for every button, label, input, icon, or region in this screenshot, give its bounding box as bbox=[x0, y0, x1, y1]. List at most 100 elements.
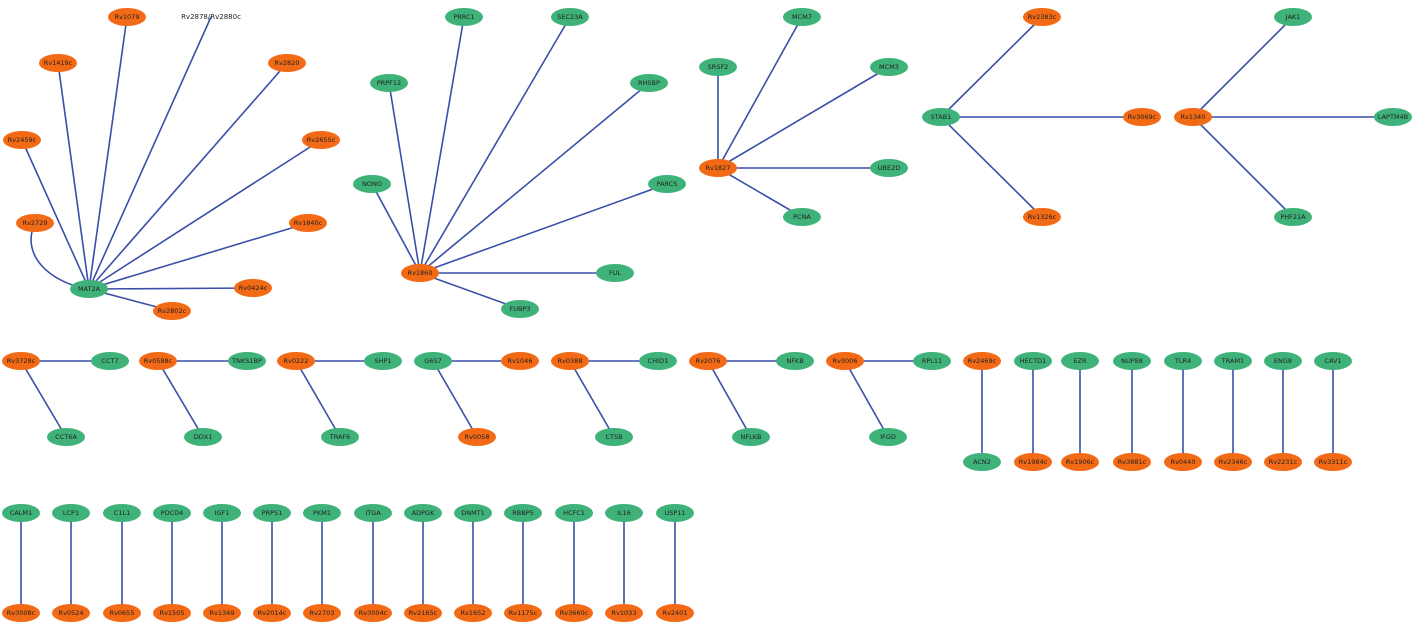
node-rv2383c[interactable]: Rv2383c bbox=[1023, 8, 1061, 26]
node-adpgk[interactable]: ADPGK bbox=[404, 504, 442, 522]
edge-rv1079-mat2a bbox=[88, 16, 128, 290]
node-rv0388[interactable]: Rv0388 bbox=[551, 352, 589, 370]
node-g6s7[interactable]: G6S7 bbox=[414, 352, 452, 370]
node-dnmt1[interactable]: DNMT1 bbox=[454, 504, 492, 522]
node-cav1[interactable]: CAV1 bbox=[1314, 352, 1352, 370]
node-rv3660c[interactable]: Rv3660c bbox=[555, 604, 593, 622]
node-calm1[interactable]: CALM1 bbox=[2, 504, 40, 522]
node-laptm4b[interactable]: LAPTM4B bbox=[1374, 108, 1412, 126]
node-shp1[interactable]: SHP1 bbox=[364, 352, 402, 370]
node-ctsb[interactable]: CTSB bbox=[595, 428, 633, 446]
node-rv3069c[interactable]: Rv3069c bbox=[1123, 108, 1161, 126]
node-phf21a[interactable]: PHF21A bbox=[1274, 208, 1312, 226]
node-nfkb[interactable]: NFKB bbox=[776, 352, 814, 370]
node-itga[interactable]: ITGA bbox=[354, 504, 392, 522]
node-rv2231c[interactable]: Rv2231c bbox=[1264, 453, 1302, 471]
node-usp11[interactable]: USP11 bbox=[656, 504, 694, 522]
node-rv1079[interactable]: Rv1079 bbox=[108, 8, 146, 26]
node-rv2165c[interactable]: Rv2165c bbox=[404, 604, 442, 622]
node-jak1[interactable]: JAK1 bbox=[1274, 8, 1312, 26]
node-pcna[interactable]: PCNA bbox=[783, 208, 821, 226]
node-rv1349[interactable]: Rv1349 bbox=[203, 604, 241, 622]
node-prps1[interactable]: PRPS1 bbox=[253, 504, 291, 522]
node-lcp1[interactable]: LCP1 bbox=[52, 504, 90, 522]
node-mat2a[interactable]: MAT2A bbox=[70, 280, 108, 298]
node-rv0655[interactable]: Rv0655 bbox=[103, 604, 141, 622]
node-rv3881c[interactable]: Rv3881c bbox=[1113, 453, 1151, 471]
node-ezr[interactable]: EZR bbox=[1061, 352, 1099, 370]
node-rv1827[interactable]: Rv1827 bbox=[699, 159, 737, 177]
node-rv1419c[interactable]: Rv1419c bbox=[39, 54, 77, 72]
node-fubp3[interactable]: FUBP3 bbox=[501, 300, 539, 318]
node-rv1046[interactable]: Rv1046 bbox=[501, 352, 539, 370]
node-rpl11[interactable]: RPL11 bbox=[913, 352, 951, 370]
node-rv1860[interactable]: Rv1860 bbox=[401, 264, 439, 282]
node-chid1[interactable]: CHID1 bbox=[639, 352, 677, 370]
node-acn2[interactable]: ACN2 bbox=[963, 453, 1001, 471]
node-rbbp5[interactable]: RBBP5 bbox=[504, 504, 542, 522]
node-parcs[interactable]: PARCS bbox=[648, 175, 686, 193]
node-cct7[interactable]: CCT7 bbox=[91, 352, 129, 370]
node-rv3004c[interactable]: Rv3004c bbox=[354, 604, 392, 622]
node-nono[interactable]: NONO bbox=[353, 175, 391, 193]
node-tnks1bp[interactable]: TNKS1BP bbox=[228, 352, 266, 370]
node-rv2346c[interactable]: Rv2346c bbox=[1214, 453, 1252, 471]
node-mcm7[interactable]: MCM7 bbox=[783, 8, 821, 26]
node-igf1[interactable]: IGF1 bbox=[203, 504, 241, 522]
node-ube2d[interactable]: UBE2D bbox=[870, 159, 908, 177]
node-stab1[interactable]: STAB1 bbox=[922, 108, 960, 126]
node-rv1652[interactable]: Rv1652 bbox=[454, 604, 492, 622]
node-mcm3[interactable]: MCM3 bbox=[870, 58, 908, 76]
node-ddx1[interactable]: DDX1 bbox=[184, 428, 222, 446]
node-rv0058[interactable]: Rv0058 bbox=[458, 428, 496, 446]
node-rv2820[interactable]: Rv2820 bbox=[268, 54, 306, 72]
node-rv1984c[interactable]: Rv1984c bbox=[1014, 453, 1052, 471]
node-rv2076[interactable]: Rv2076 bbox=[689, 352, 727, 370]
node-ifgd[interactable]: IFGD bbox=[869, 428, 907, 446]
node-rv2401[interactable]: Rv2401 bbox=[656, 604, 694, 622]
node-nflkb[interactable]: NFLKB bbox=[732, 428, 770, 446]
node-rhsbp[interactable]: RHSBP bbox=[630, 74, 668, 92]
node-rv0524[interactable]: Rv0524 bbox=[52, 604, 90, 622]
node-rv2703[interactable]: Rv2703 bbox=[303, 604, 341, 622]
node-hectd1[interactable]: HECTD1 bbox=[1014, 352, 1052, 370]
node-rv3728c[interactable]: Rv3728c bbox=[2, 352, 40, 370]
node-tlr4[interactable]: TLR4 bbox=[1164, 352, 1202, 370]
node-c1l1[interactable]: C1L1 bbox=[103, 504, 141, 522]
node-nup88[interactable]: NUP88 bbox=[1113, 352, 1151, 370]
node-rv2802c[interactable]: Rv2802c bbox=[153, 302, 191, 320]
node-rv1505[interactable]: Rv1505 bbox=[153, 604, 191, 622]
node-pdcd4[interactable]: PDCD4 bbox=[153, 504, 191, 522]
node-rv3006[interactable]: Rv3006 bbox=[826, 352, 864, 370]
node-rv1906c[interactable]: Rv1906c bbox=[1061, 453, 1099, 471]
node-ful[interactable]: FUL bbox=[596, 264, 634, 282]
node-rv1326c[interactable]: Rv1326c bbox=[1023, 208, 1061, 226]
node-prpf12[interactable]: PRPF12 bbox=[370, 74, 408, 92]
node-rv0424c[interactable]: Rv0424c bbox=[234, 279, 272, 297]
node-eng8[interactable]: ENG8 bbox=[1264, 352, 1302, 370]
node-rv0588c[interactable]: Rv0588c bbox=[139, 352, 177, 370]
node-hcfc1[interactable]: HCFC1 bbox=[555, 504, 593, 522]
node-rv1340[interactable]: Rv1340 bbox=[1174, 108, 1212, 126]
node-rv2878-rv2880c[interactable]: Rv2878/Rv2880c bbox=[181, 13, 241, 21]
node-rv2655c[interactable]: Rv2655c bbox=[302, 131, 340, 149]
node-rv1033[interactable]: Rv1033 bbox=[605, 604, 643, 622]
node-rv2469c[interactable]: Rv2469c bbox=[963, 352, 1001, 370]
node-rv1175c[interactable]: Rv1175c bbox=[504, 604, 542, 622]
node-rv2729[interactable]: Rv2729 bbox=[16, 214, 54, 232]
node-cct6a[interactable]: CCT6A bbox=[47, 428, 85, 446]
node-rv0222[interactable]: Rv0222 bbox=[277, 352, 315, 370]
node-rv3311c[interactable]: Rv3311c bbox=[1314, 453, 1352, 471]
node-il16[interactable]: IL16 bbox=[605, 504, 643, 522]
node-pkm1[interactable]: PKM1 bbox=[303, 504, 341, 522]
node-rv2459c[interactable]: Rv2459c bbox=[3, 131, 41, 149]
node-rv1840c[interactable]: Rv1840c bbox=[289, 214, 327, 232]
node-rv3008c[interactable]: Rv3008c bbox=[2, 604, 40, 622]
node-rv0440[interactable]: Rv0440 bbox=[1164, 453, 1202, 471]
node-traf6[interactable]: TRAF6 bbox=[321, 428, 359, 446]
node-prrc1[interactable]: PRRC1 bbox=[445, 8, 483, 26]
node-srsf2[interactable]: SRSF2 bbox=[699, 58, 737, 76]
node-rv2014c[interactable]: Rv2014c bbox=[253, 604, 291, 622]
node-tram1[interactable]: TRAM1 bbox=[1214, 352, 1252, 370]
node-sec23a[interactable]: SEC23A bbox=[551, 8, 589, 26]
